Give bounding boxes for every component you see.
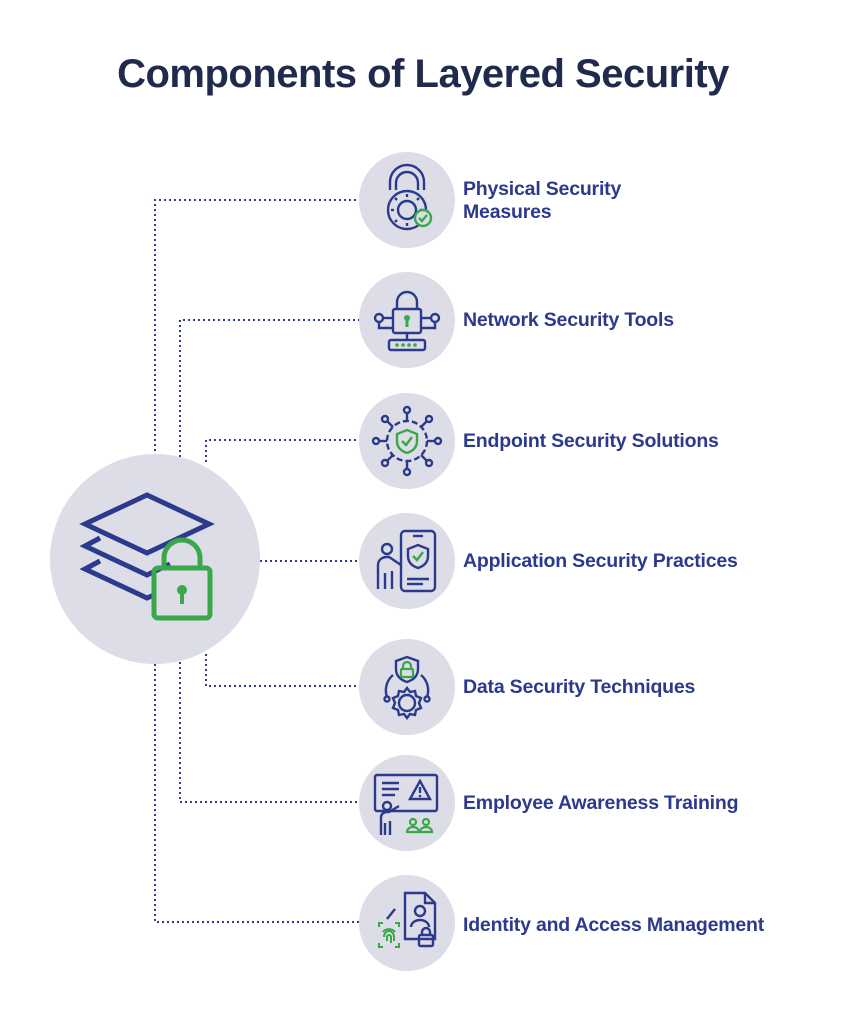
connector-7 <box>154 664 360 923</box>
node-physical-security <box>359 152 455 248</box>
label-application-security: Application Security Practices <box>463 550 738 572</box>
padlock-dial-icon <box>386 163 433 231</box>
label-data-security: Data Security Techniques <box>463 676 696 698</box>
node-endpoint-security <box>359 393 455 489</box>
connector-5 <box>205 654 360 687</box>
layered-security-hub <box>50 454 260 664</box>
label-endpoint-security: Endpoint Security Solutions <box>463 430 719 452</box>
layered-security-lock-icon <box>79 492 215 621</box>
connector-3 <box>205 439 360 462</box>
fingerprint-id-icon <box>378 891 437 948</box>
node-employee-training <box>359 755 455 851</box>
connector-2 <box>179 319 360 457</box>
node-identity-access <box>359 875 455 971</box>
connector-6 <box>179 662 360 803</box>
data-security-gear-icon <box>383 655 431 720</box>
label-employee-training: Employee Awareness Training <box>463 792 739 814</box>
label-identity-access: Identity and Access Management <box>463 914 765 936</box>
label-network-security: Network Security Tools <box>463 309 674 331</box>
app-security-icon <box>376 529 437 593</box>
connector-1 <box>154 199 360 456</box>
training-presentation-icon <box>373 773 439 835</box>
endpoint-shield-icon <box>371 405 443 477</box>
network-lock-icon <box>373 290 441 352</box>
label-physical-security: Physical Security Measures <box>463 178 622 223</box>
node-data-security <box>359 639 455 735</box>
node-application-security <box>359 513 455 609</box>
node-network-security <box>359 272 455 368</box>
page-title: Components of Layered Security <box>117 52 729 96</box>
